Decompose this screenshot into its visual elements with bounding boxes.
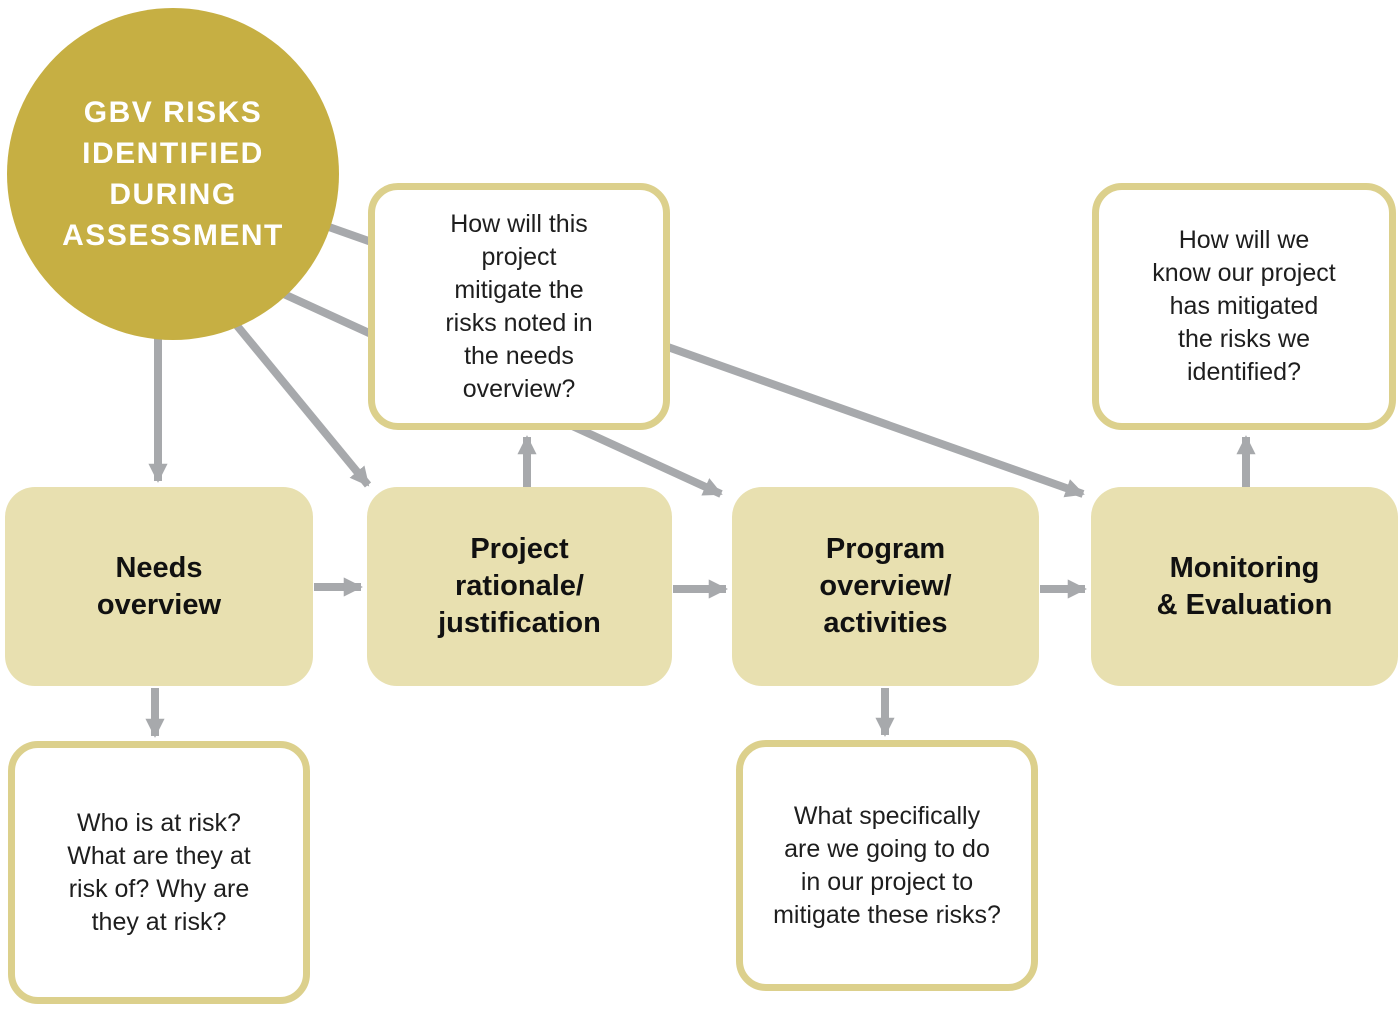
question-box-know-mitigated: How will we know our project has mitigat… [1092,183,1396,430]
stage-project-rationale: Project rationale/ justification [367,487,672,686]
question-box-what-specifically-label: What specifically are we going to do in … [773,801,1001,929]
question-box-who-at-risk-label: Who is at risk? What are they at risk of… [67,808,251,936]
gbv-risks-circle-label: GBV RISKS IDENTIFIED DURING ASSESSMENT [62,96,284,252]
stage-monitoring-evaluation: Monitoring & Evaluation [1091,487,1398,686]
question-box-who-at-risk: Who is at risk? What are they at risk of… [8,741,310,1004]
stage-needs-overview: Needs overview [5,487,313,686]
stage-program-overview: Program overview/ activities [732,487,1039,686]
stage-project-rationale-label: Project rationale/ justification [438,533,601,639]
question-box-know-mitigated-label: How will we know our project has mitigat… [1152,226,1336,386]
question-box-mitigate-risks: How will this project mitigate the risks… [368,183,670,430]
stage-program-overview-label: Program overview/ activities [819,533,952,639]
stage-monitoring-evaluation-label: Monitoring & Evaluation [1156,551,1333,621]
gbv-risks-circle: GBV RISKS IDENTIFIED DURING ASSESSMENT [7,8,339,340]
arrow-circle-to-rationale [216,302,372,488]
question-box-what-specifically: What specifically are we going to do in … [736,740,1038,991]
stage-needs-overview-label: Needs overview [96,551,222,621]
question-box-mitigate-risks-label: How will this project mitigate the risks… [445,209,593,403]
